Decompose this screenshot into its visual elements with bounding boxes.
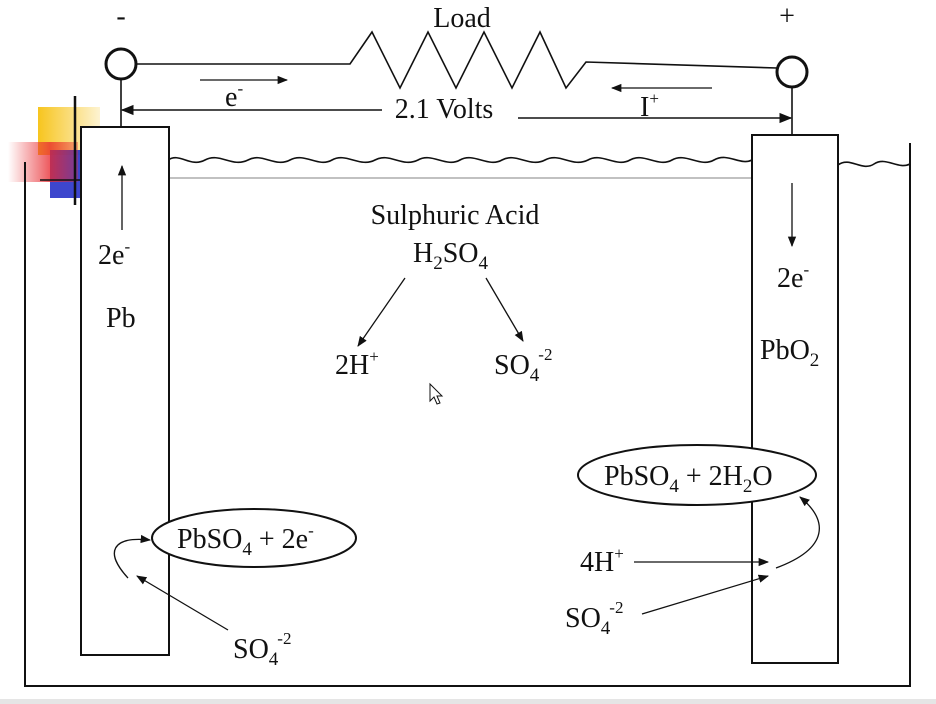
right-reaction-product <box>577 444 817 506</box>
right-product-formula: PbSO4 + 2H2O <box>604 461 773 497</box>
right-so4-arrow <box>641 574 769 615</box>
right-reaction-curve-arrow <box>775 496 820 569</box>
left-so4-arrow <box>136 575 229 631</box>
right-electrons-label: 2e- <box>777 260 809 294</box>
right-ion-h: 4H+ <box>580 544 624 578</box>
left-electrode-plate <box>80 126 170 656</box>
acid-formula: H2SO4 <box>413 238 489 274</box>
positive-terminal <box>775 55 809 89</box>
left-electrons-label: 2e- <box>98 237 130 271</box>
acid-name: Sulphuric Acid <box>371 200 540 231</box>
dissociation-arrow-so4 <box>485 277 524 342</box>
bottom-scroll-strip <box>0 699 936 704</box>
positive-sign: + <box>779 1 795 32</box>
right-electrode-plate <box>751 134 839 664</box>
left-product-formula: PbSO4 + 2e- <box>177 521 314 560</box>
left-ion-so4: SO4-2 <box>233 629 291 670</box>
left-reaction-curve-arrow <box>113 534 152 579</box>
acid-ion-h: 2H+ <box>335 347 379 381</box>
load-resistor <box>136 30 778 90</box>
container-outline <box>24 143 911 687</box>
dissociation-arrow-h <box>357 277 406 347</box>
negative-terminal <box>104 47 138 81</box>
acid-surface <box>167 156 911 168</box>
acid-ion-so4: SO4-2 <box>494 345 552 386</box>
slide-logo-icon <box>8 96 120 205</box>
right-ion-so4: SO4-2 <box>565 598 623 639</box>
right-material-label: PbO2 <box>760 335 819 371</box>
negative-sign: - <box>116 1 125 32</box>
mouse-cursor-icon <box>429 382 444 405</box>
load-label: Load <box>433 3 491 34</box>
left-reaction-product <box>151 508 357 568</box>
voltage-label: 2.1 Volts <box>395 94 494 125</box>
left-material-label: Pb <box>106 303 136 334</box>
current-label: I+ <box>640 89 659 123</box>
electron-label: e- <box>225 79 243 113</box>
